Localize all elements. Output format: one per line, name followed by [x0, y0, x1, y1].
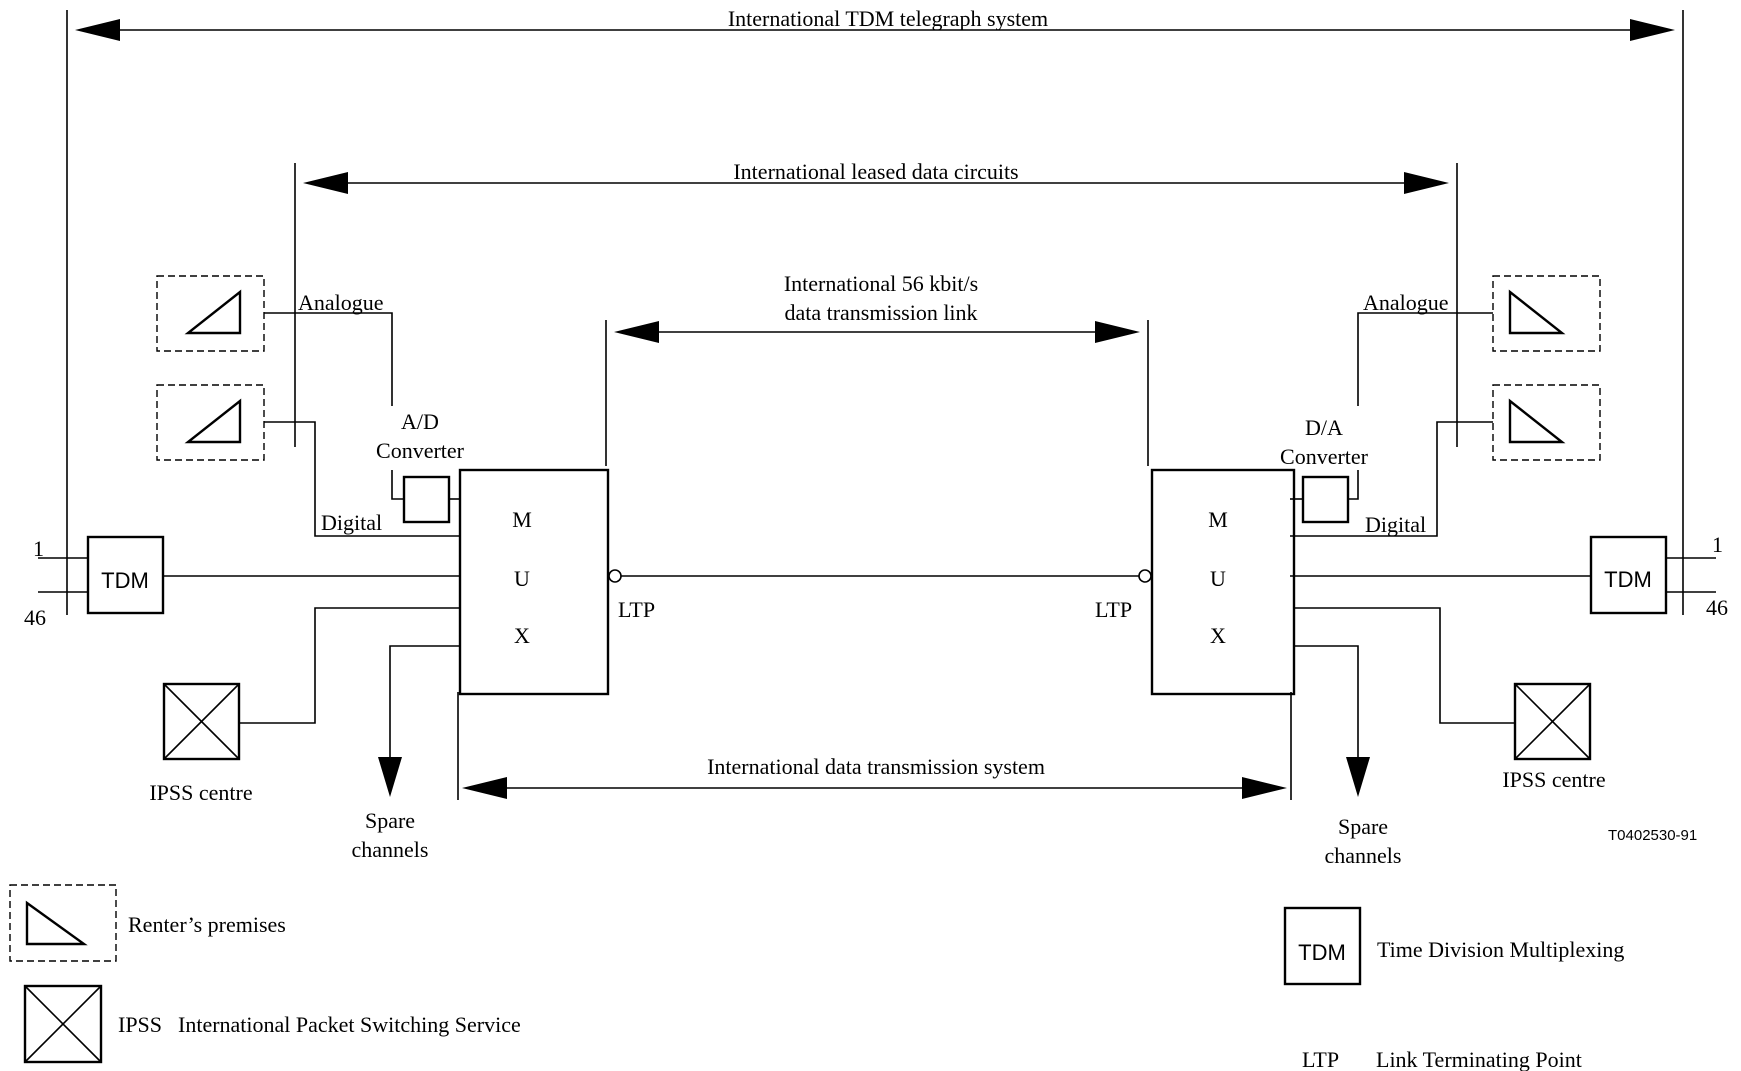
right-converter-label-line1: D/A: [1305, 415, 1343, 440]
left-ipss-label: IPSS centre: [149, 780, 252, 805]
legend-renters-premises-box: [9, 884, 117, 962]
right-ltp-circle: [1138, 569, 1152, 583]
right-premises-triangle-icon: [1508, 398, 1566, 444]
right-channel-first-label: 1: [1712, 532, 1723, 557]
left-channel-last-label: 46: [24, 605, 46, 630]
right-premises-triangle-icon: [1508, 289, 1566, 335]
legend-tdm-full: Time Division Multiplexing: [1377, 937, 1624, 962]
right-spare-label-line2: channels: [1325, 843, 1402, 868]
tdm-span-label: International TDM telegraph system: [728, 6, 1048, 31]
legend-ltp-abbr: LTP: [1302, 1047, 1339, 1071]
left-converter-label-line2: Converter: [376, 438, 465, 463]
left-ipss-cross-icon: [163, 683, 240, 760]
left-premises-triangle-icon: [184, 289, 242, 335]
figure-code: T0402530-91: [1608, 827, 1697, 844]
legend-renters-premises-label: Renter’s premises: [128, 912, 286, 937]
right-renters-premises-digital: [1492, 384, 1601, 461]
tdm-telegraph-span: International TDM telegraph system: [66, 6, 1684, 615]
legend-tdm-box: [1283, 906, 1362, 986]
legend-ipss-abbr: IPSS: [118, 1012, 162, 1037]
left-mux-box: [458, 468, 610, 696]
right-mux-letter-u: U: [1210, 566, 1226, 591]
leased-span-label: International leased data circuits: [733, 159, 1018, 184]
tdm-span-left-arrowhead: [75, 19, 120, 41]
right-analogue-label: Analogue: [1363, 290, 1449, 315]
right-converter-output-line: [1348, 470, 1359, 500]
left-digital-line: [264, 421, 460, 537]
tdm-span-right-arrowhead: [1630, 19, 1675, 41]
left-tdm-label: TDM: [101, 568, 149, 593]
left-ltp-circle: [608, 569, 622, 583]
left-spare-label-line1: Spare: [365, 808, 415, 833]
right-digital-line: [1290, 421, 1493, 537]
right-ipss-label: IPSS centre: [1502, 767, 1605, 792]
left-analogue-line: [264, 312, 393, 406]
dts-span-right-arrowhead: [1242, 777, 1287, 799]
left-spare-label-line2: channels: [352, 837, 429, 862]
left-analogue-label: Analogue: [298, 290, 384, 315]
legend-ipss-box: [23, 984, 103, 1064]
right-tdm-box: [1589, 535, 1668, 615]
left-ltp-label: LTP: [618, 597, 655, 622]
right-ipss-cross-icon: [1514, 683, 1591, 760]
leased-data-span: International leased data circuits: [294, 159, 1458, 447]
link-span: International 56 kbit/s data transmissio…: [605, 271, 1149, 466]
left-mux-letter-m: M: [512, 507, 532, 532]
right-spare-channels-line: [1294, 645, 1359, 765]
left-tdm-box: [86, 535, 165, 615]
right-spare-label-line1: Spare: [1338, 814, 1388, 839]
link-span-left-arrowhead: [614, 321, 659, 343]
legend-renters-triangle-icon: [25, 900, 88, 946]
right-ipss-centre-box: [1513, 682, 1592, 761]
left-converter-label-line1: A/D: [401, 409, 439, 434]
right-spare-channels-arrowhead: [1346, 757, 1370, 797]
right-da-converter-box: [1301, 475, 1350, 524]
legend: Renter’s premises IPSS International Pac…: [9, 884, 1624, 1071]
right-digital-label: Digital: [1365, 512, 1426, 537]
left-renters-premises-analogue: [156, 275, 265, 352]
left-ipss-to-mux-line: [239, 607, 460, 724]
dts-span-label: International data transmission system: [707, 754, 1045, 779]
dts-span-left-arrowhead: [462, 777, 507, 799]
legend-ipss-cross-icon: [24, 985, 102, 1063]
left-terminal: Analogue A/D Converter Digital TDM 1 46 …: [24, 275, 655, 862]
right-converter-label-line2: Converter: [1280, 444, 1369, 469]
left-premises-triangle-icon: [184, 398, 242, 444]
link-span-label-line1: International 56 kbit/s: [784, 271, 978, 296]
left-spare-channels-arrowhead: [378, 757, 402, 797]
link-span-label-line2: data transmission link: [784, 300, 977, 325]
legend-tdm-abbr: TDM: [1298, 940, 1346, 965]
legend-ltp-full: Link Terminating Point: [1376, 1047, 1582, 1071]
leased-span-right-arrowhead: [1404, 172, 1449, 194]
right-mux-box: [1150, 468, 1296, 696]
link-span-right-arrowhead: [1095, 321, 1140, 343]
right-analogue-line: [1357, 312, 1493, 406]
right-terminal: Analogue D/A Converter Digital TDM 1 46 …: [1095, 275, 1728, 868]
left-channel-first-label: 1: [33, 536, 44, 561]
left-ipss-centre-box: [162, 682, 241, 761]
left-mux-letter-x: X: [514, 623, 530, 648]
right-ltp-label: LTP: [1095, 597, 1132, 622]
left-spare-channels-line: [389, 645, 460, 765]
right-mux-letter-x: X: [1210, 623, 1226, 648]
right-mux-letter-m: M: [1208, 507, 1228, 532]
legend-ipss-full: International Packet Switching Service: [178, 1012, 521, 1037]
right-tdm-label: TDM: [1604, 567, 1652, 592]
left-ad-converter-box: [402, 475, 451, 524]
right-mux-to-ipss-line: [1294, 607, 1515, 724]
right-renters-premises-analogue: [1492, 275, 1601, 352]
right-channel-last-label: 46: [1706, 595, 1728, 620]
left-mux-letter-u: U: [514, 566, 530, 591]
left-renters-premises-digital: [156, 384, 265, 461]
data-transmission-span: International data transmission system: [457, 692, 1292, 800]
left-converter-input-line: [391, 470, 404, 500]
left-digital-label: Digital: [321, 510, 382, 535]
leased-span-left-arrowhead: [303, 172, 348, 194]
